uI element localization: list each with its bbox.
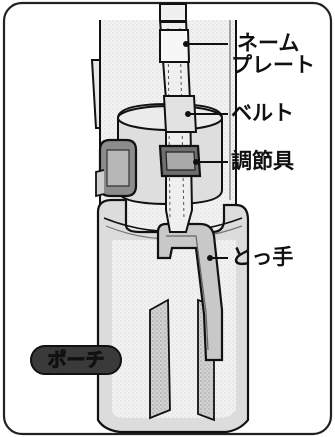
label-name-plate-line2: プレート [231,53,315,77]
pouch-band-left [149,298,171,420]
label-pouch-badge: ポーチ [30,345,122,375]
handle [156,222,224,362]
label-handle: とっ手 [231,245,294,269]
belt-loop [162,95,198,133]
label-name-plate-line1: ネーム [237,31,300,55]
label-name-plate: ネーム プレート [231,32,315,76]
name-plate [159,29,191,63]
label-belt: ベルト [231,101,294,125]
label-pouch: ポーチ [47,349,105,371]
label-adjuster: 調節具 [231,149,294,173]
